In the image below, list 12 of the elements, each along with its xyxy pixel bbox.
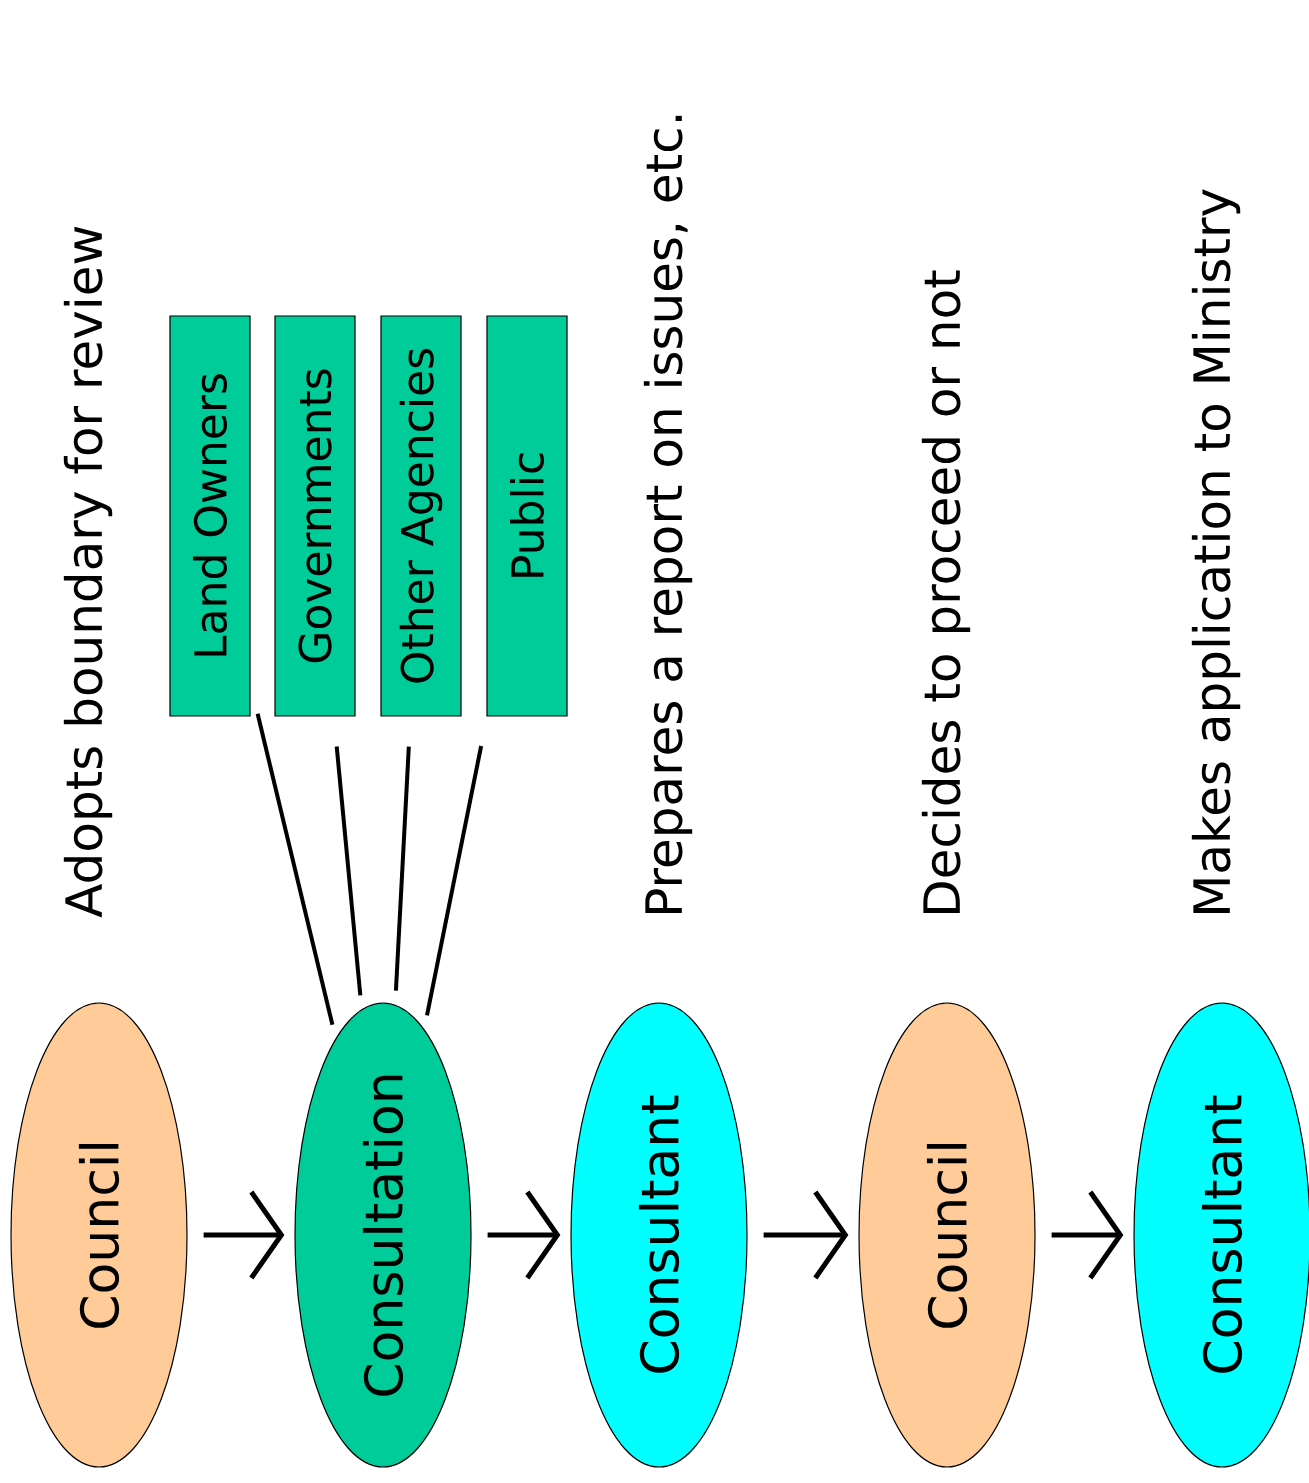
description-text: Makes application to Ministry <box>1191 189 1241 913</box>
stakeholder-box: Public <box>486 315 568 717</box>
connector-line <box>334 746 363 996</box>
connector-line <box>425 745 484 1016</box>
connector-line <box>255 713 335 1026</box>
stakeholder-box: Other Agencies <box>380 315 462 717</box>
stakeholder-box: Governments <box>274 315 356 717</box>
description-text: Prepares a report on issues, etc. <box>643 115 693 913</box>
description-text: Decides to proceed or not <box>921 270 971 913</box>
description-text: Adopts boundary for review <box>63 226 113 918</box>
connector-line <box>393 746 411 991</box>
stakeholder-box: Land Owners <box>169 315 251 717</box>
